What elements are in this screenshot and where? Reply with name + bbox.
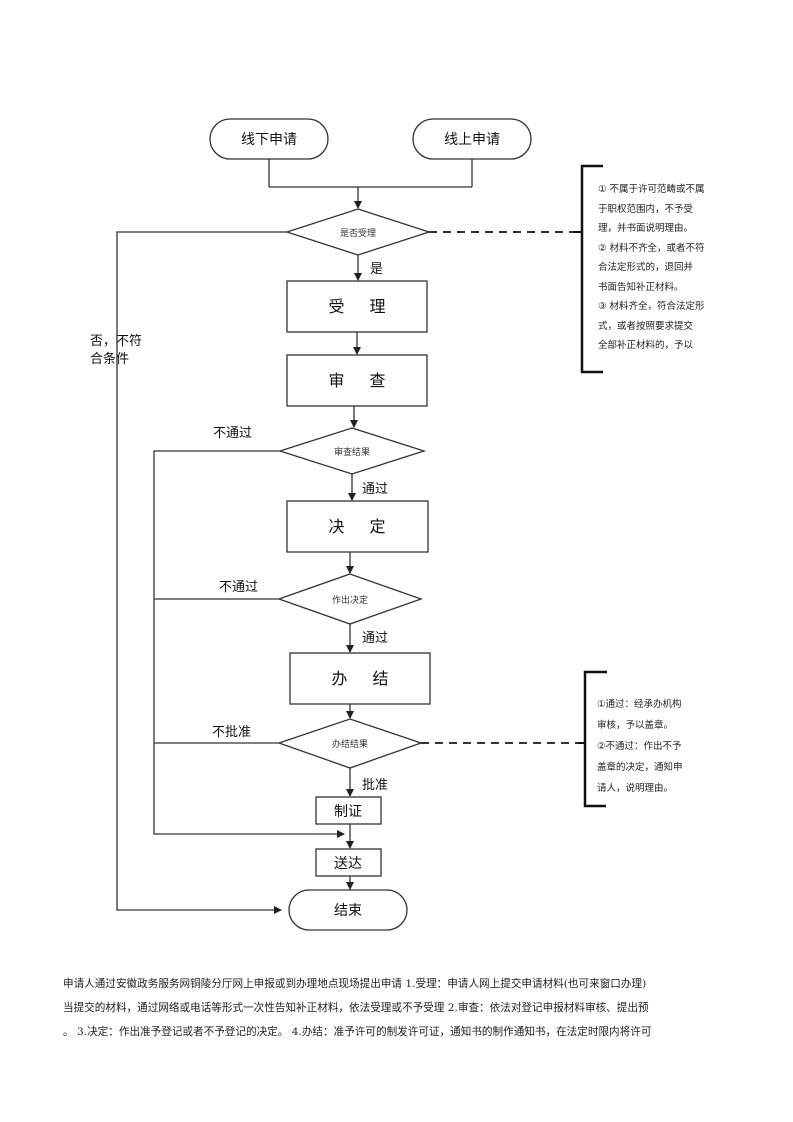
note-accept-line: 理，并书面说明理由。 (598, 223, 694, 234)
label-decide-pass: 通过 (362, 631, 388, 646)
note-finish-line: 盖章的决定，通知申 (597, 762, 683, 773)
note-accept-line: 书面告知补正材料。 (598, 281, 684, 293)
step-review-label: 审 查 (328, 371, 395, 390)
note-accept-line: 合法定形式的，退回并 (598, 262, 694, 273)
note-finish-line: ②不通过：作出不予 (597, 741, 682, 752)
end-node (288, 889, 408, 931)
label-no-line2: 合条件 (90, 351, 129, 367)
note-accept-line: 于职权范围内，不予受 (598, 203, 694, 215)
step-finish-node (289, 652, 431, 705)
end-label: 结束 (334, 903, 362, 919)
note-accept-line: ① 不属于许可范畴或不属 (598, 184, 705, 195)
note-accept-line: ② 材料不齐全，或者不符 (598, 242, 705, 254)
note-finish-line: 审核，予以盖章。 (597, 720, 674, 731)
step-accept-node (286, 280, 428, 333)
paragraph-line: 。 3.决定：作出准予登记或者不予登记的决定。 4.办结：准予许可的制发许可证，… (63, 1026, 652, 1038)
paragraph-line: 当提交的材料，通过网络或电话等形式一次性告知补正材料，依法受理或不予受理 2.审… (63, 1002, 649, 1014)
step-decide-node (286, 500, 429, 553)
paragraph-line: 申请人通过安徽政务服务网铜陵分厅网上申报或到办理地点现场提出申请 1.受理：申请… (63, 978, 647, 990)
start-offline-label: 线下申请 (241, 132, 297, 148)
label-decide-fail: 不通过 (219, 580, 258, 595)
step-decide-label: 决 定 (328, 517, 395, 536)
description-paragraph: 申请人通过安徽政务服务网铜陵分厅网上申报或到办理地点现场提出申请 1.受理：申请… (63, 972, 735, 1044)
label-yes: 是 (370, 262, 383, 277)
note-accept-line: 全部补正材料的，予以 (598, 340, 694, 351)
decision-finish-label: 办结结果 (332, 738, 368, 750)
start-online-label: 线上申请 (444, 132, 500, 148)
step-certify-node (315, 796, 382, 825)
note-finish-line: ①通过：经承办机构 (597, 699, 682, 710)
decision-decide-label: 作出决定 (332, 594, 368, 606)
step-deliver-label: 送达 (334, 856, 362, 872)
note-finish-line: 请人，说明理由。 (597, 783, 674, 794)
note-accept-line: ③ 材料齐全，符合法定形 (598, 301, 705, 312)
note-bracket-finish (583, 670, 607, 808)
step-accept-label: 受 理 (328, 297, 395, 316)
label-finish-reject: 不批准 (212, 725, 251, 740)
note-finish: ①通过：经承办机构 审核，予以盖章。 ②不通过：作出不予 盖章的决定，通知申 请… (597, 694, 709, 799)
note-accept: ① 不属于许可范畴或不属 于职权范围内，不予受 理，并书面说明理由。 ② 材料不… (598, 180, 730, 356)
reject-path (116, 231, 287, 914)
label-review-fail: 不通过 (213, 426, 252, 441)
step-review-node (286, 354, 428, 407)
decision-review-label: 审查结果 (334, 446, 370, 458)
label-review-pass: 通过 (362, 482, 388, 497)
step-finish-label: 办 结 (331, 669, 398, 688)
note-accept-line: 式，或者按照要求提交 (598, 320, 694, 332)
step-deliver-node (315, 848, 382, 877)
label-finish-approve: 批准 (362, 778, 388, 793)
fail-path (153, 450, 345, 838)
note-bracket-accept (580, 164, 603, 374)
step-certify-label: 制证 (334, 804, 362, 820)
decision-accept-label: 是否受理 (340, 227, 376, 239)
label-no-line1: 否，不符 (90, 333, 142, 349)
